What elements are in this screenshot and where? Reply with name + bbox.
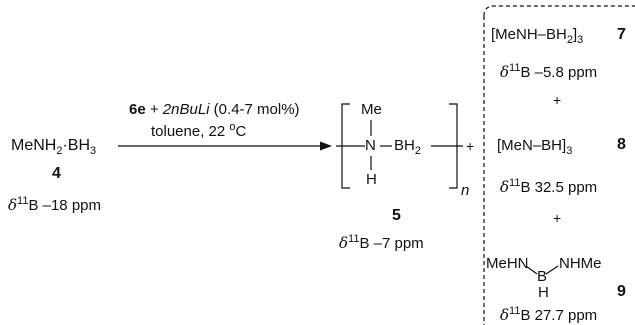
- product-number: 5: [392, 207, 401, 224]
- reactant-nmr: δ11B –18 ppm: [8, 195, 101, 214]
- polymer-h-label: H: [366, 171, 377, 188]
- byproduct-7-nmr: δ11B –5.8 ppm: [500, 62, 598, 81]
- polymer-n-label: N: [365, 137, 376, 154]
- reaction-arrow-head: [320, 141, 332, 151]
- byproduct-9-hydrogen: H: [538, 284, 549, 301]
- reactant-formula: MeNH2·BH3: [11, 137, 97, 158]
- product-nmr: δ11B –7 ppm: [339, 233, 424, 252]
- bond-9-right: [545, 265, 559, 275]
- byproduct-9-number: 9: [617, 283, 626, 300]
- polymer-repeat-index: n: [461, 182, 470, 199]
- byproduct-8-number: 8: [617, 136, 626, 153]
- byproduct-dashed-box: [483, 5, 635, 325]
- plus-sign-8-9: +: [553, 210, 562, 226]
- plus-sign-7-8: +: [553, 92, 562, 108]
- polymer-bh2-label: BH2: [394, 137, 421, 157]
- byproduct-9-boron: B: [537, 268, 548, 285]
- reactant-number: 4: [52, 165, 61, 182]
- byproduct-8-nmr: δ11B 32.5 ppm: [500, 177, 598, 196]
- conditions-reagents: 6e + 2nBuLi (0.4-7 mol%): [129, 101, 300, 118]
- bond-9-left: [525, 265, 538, 275]
- conditions-solvent-temp: toluene, 22 oC: [151, 121, 247, 140]
- byproduct-9-nmr: δ11B 27.7 ppm: [500, 305, 598, 324]
- byproduct-8-formula: [MeN–BH]3: [497, 137, 573, 157]
- byproduct-9-left-amine: MeHN: [486, 255, 529, 272]
- byproduct-9-right-amine: NHMe: [559, 255, 602, 272]
- polymer-me-label: Me: [361, 101, 382, 118]
- byproduct-7-number: 7: [617, 26, 626, 43]
- byproduct-7-formula: [MeNH–BH2]3: [491, 26, 584, 46]
- plus-sign-main: +: [466, 138, 475, 154]
